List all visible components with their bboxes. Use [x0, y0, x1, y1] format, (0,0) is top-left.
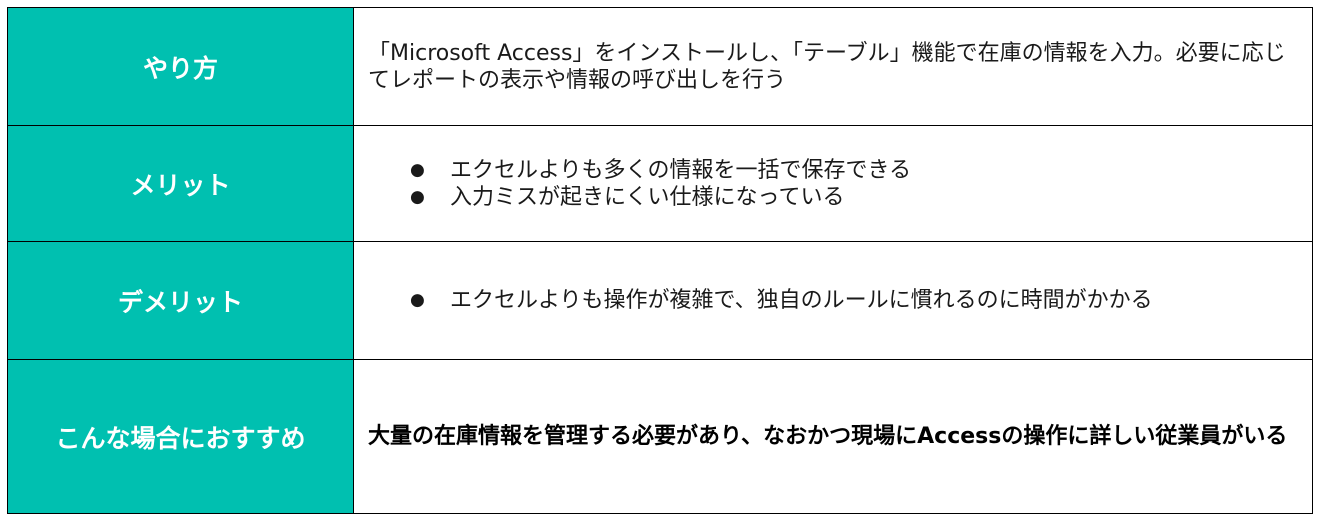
row-content-recommended: 大量の在庫情報を管理する必要があり、なおかつ現場にAccessの操作に詳しい従業… — [353, 359, 1313, 514]
merit-text: エクセルよりも多くの情報を一括で保存できる — [450, 157, 912, 183]
comparison-table: やり方 「Microsoft Access」をインストールし、「テーブル」機能で… — [7, 7, 1313, 514]
table-row-recommended: こんな場合におすすめ 大量の在庫情報を管理する必要があり、なおかつ現場にAcce… — [7, 359, 1313, 514]
row-content-method: 「Microsoft Access」をインストールし、「テーブル」機能で在庫の情… — [353, 7, 1313, 126]
list-item: ● 入力ミスが起きにくい仕様になっている — [410, 184, 1294, 211]
bullet-icon: ● — [410, 186, 425, 207]
row-label-merits: メリット — [7, 125, 354, 242]
list-item: ● エクセルよりも操作が複雑で、独自のルールに慣れるのに時間がかかる — [410, 287, 1294, 314]
table-row-method: やり方 「Microsoft Access」をインストールし、「テーブル」機能で… — [7, 7, 1313, 126]
row-label-method: やり方 — [7, 7, 354, 126]
merits-list: ● エクセルよりも多くの情報を一括で保存できる ● 入力ミスが起きにくい仕様にな… — [368, 157, 1294, 211]
bullet-icon: ● — [410, 290, 425, 310]
demerit-text: エクセルよりも操作が複雑で、独自のルールに慣れるのに時間がかかる — [450, 288, 1153, 313]
table-row-merits: メリット ● エクセルよりも多くの情報を一括で保存できる ● 入力ミスが起きにく… — [7, 125, 1313, 242]
row-label-recommended: こんな場合におすすめ — [7, 359, 354, 514]
demerits-list: ● エクセルよりも操作が複雑で、独自のルールに慣れるのに時間がかかる — [368, 287, 1294, 314]
bullet-icon: ● — [410, 159, 425, 180]
row-content-demerits: ● エクセルよりも操作が複雑で、独自のルールに慣れるのに時間がかかる — [353, 241, 1313, 360]
list-item: ● エクセルよりも多くの情報を一括で保存できる — [410, 157, 1294, 184]
table-row-demerits: デメリット ● エクセルよりも操作が複雑で、独自のルールに慣れるのに時間がかかる — [7, 241, 1313, 360]
row-label-demerits: デメリット — [7, 241, 354, 360]
row-content-merits: ● エクセルよりも多くの情報を一括で保存できる ● 入力ミスが起きにくい仕様にな… — [353, 125, 1313, 242]
merit-text: 入力ミスが起きにくい仕様になっている — [450, 184, 845, 210]
